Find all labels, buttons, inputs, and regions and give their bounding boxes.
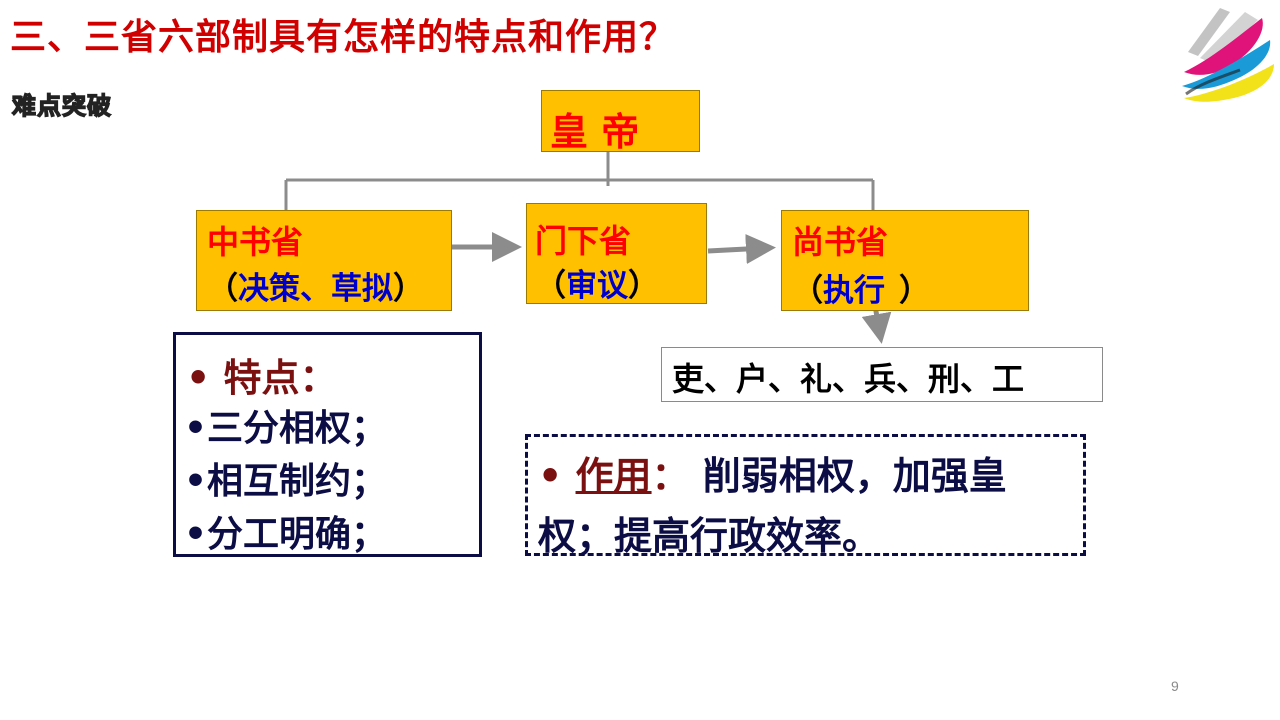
effect-label: 作用 bbox=[575, 454, 652, 498]
effect-bullet: • bbox=[538, 454, 563, 498]
decorative-logo bbox=[1182, 8, 1274, 102]
zhongshu-box: 中书省 （决策、草拟） bbox=[196, 210, 452, 311]
features-heading: • 特点： bbox=[186, 347, 338, 402]
feature-item: •三分相权； bbox=[184, 408, 388, 449]
feature-item: •相互制约； bbox=[184, 461, 388, 502]
effect-line-1: • 作用： 削弱相权，加强皇 bbox=[538, 445, 1007, 500]
menxia-paren-close: ） bbox=[628, 268, 659, 304]
zhongshu-paren-close: ） bbox=[393, 271, 424, 307]
menxia-box: 门下省 （审议） bbox=[526, 203, 707, 304]
zhongshu-role: （决策、草拟） bbox=[207, 263, 424, 308]
menxia-role: （审议） bbox=[535, 260, 659, 305]
slide-subtitle: 难点突破 bbox=[11, 91, 112, 120]
features-box: • 特点： •三分相权； •相互制约； •分工明确； bbox=[173, 332, 482, 557]
zhongshu-role-text: 决策、草拟 bbox=[238, 271, 393, 307]
menxia-name: 门下省 bbox=[535, 222, 632, 260]
effect-colon: ： bbox=[651, 454, 690, 498]
shangshu-paren-close: ） bbox=[899, 273, 930, 309]
features-bullet: • bbox=[186, 356, 211, 400]
feature-item: •分工明确； bbox=[184, 514, 388, 555]
emperor-box: 皇 帝 bbox=[541, 90, 700, 154]
effect-box: • 作用： 削弱相权，加强皇 权；提高行政效率。 bbox=[525, 434, 1086, 558]
shangshu-role-text: 执行 bbox=[823, 273, 885, 309]
slide-title: 三、三省六部制具有怎样的特点和作用？ bbox=[10, 17, 677, 58]
shangshu-role: （执行 ） bbox=[792, 265, 930, 310]
zhongshu-paren-open: （ bbox=[207, 271, 238, 307]
shangshu-name: 尚书省 bbox=[792, 223, 889, 261]
page-number: 9 bbox=[1171, 678, 1179, 694]
emperor-label: 皇 帝 bbox=[550, 110, 640, 154]
features-heading-text: 特点： bbox=[223, 356, 338, 400]
effect-text-1: 削弱相权，加强皇 bbox=[689, 454, 1007, 498]
six-ministries-box: 吏、户、礼、兵、刑、工 bbox=[661, 347, 1103, 402]
arrow-menxia-to-shangshu bbox=[707, 234, 776, 265]
menxia-role-text: 审议 bbox=[566, 268, 628, 304]
menxia-paren-open: （ bbox=[535, 268, 566, 304]
shangshu-box: 尚书省 （执行 ） bbox=[781, 210, 1029, 311]
six-ministries-label: 吏、户、礼、兵、刑、工 bbox=[672, 360, 1025, 398]
zhongshu-name: 中书省 bbox=[207, 223, 304, 261]
effect-text-2: 权；提高行政效率。 bbox=[538, 514, 881, 558]
shangshu-paren-open: （ bbox=[792, 273, 823, 309]
